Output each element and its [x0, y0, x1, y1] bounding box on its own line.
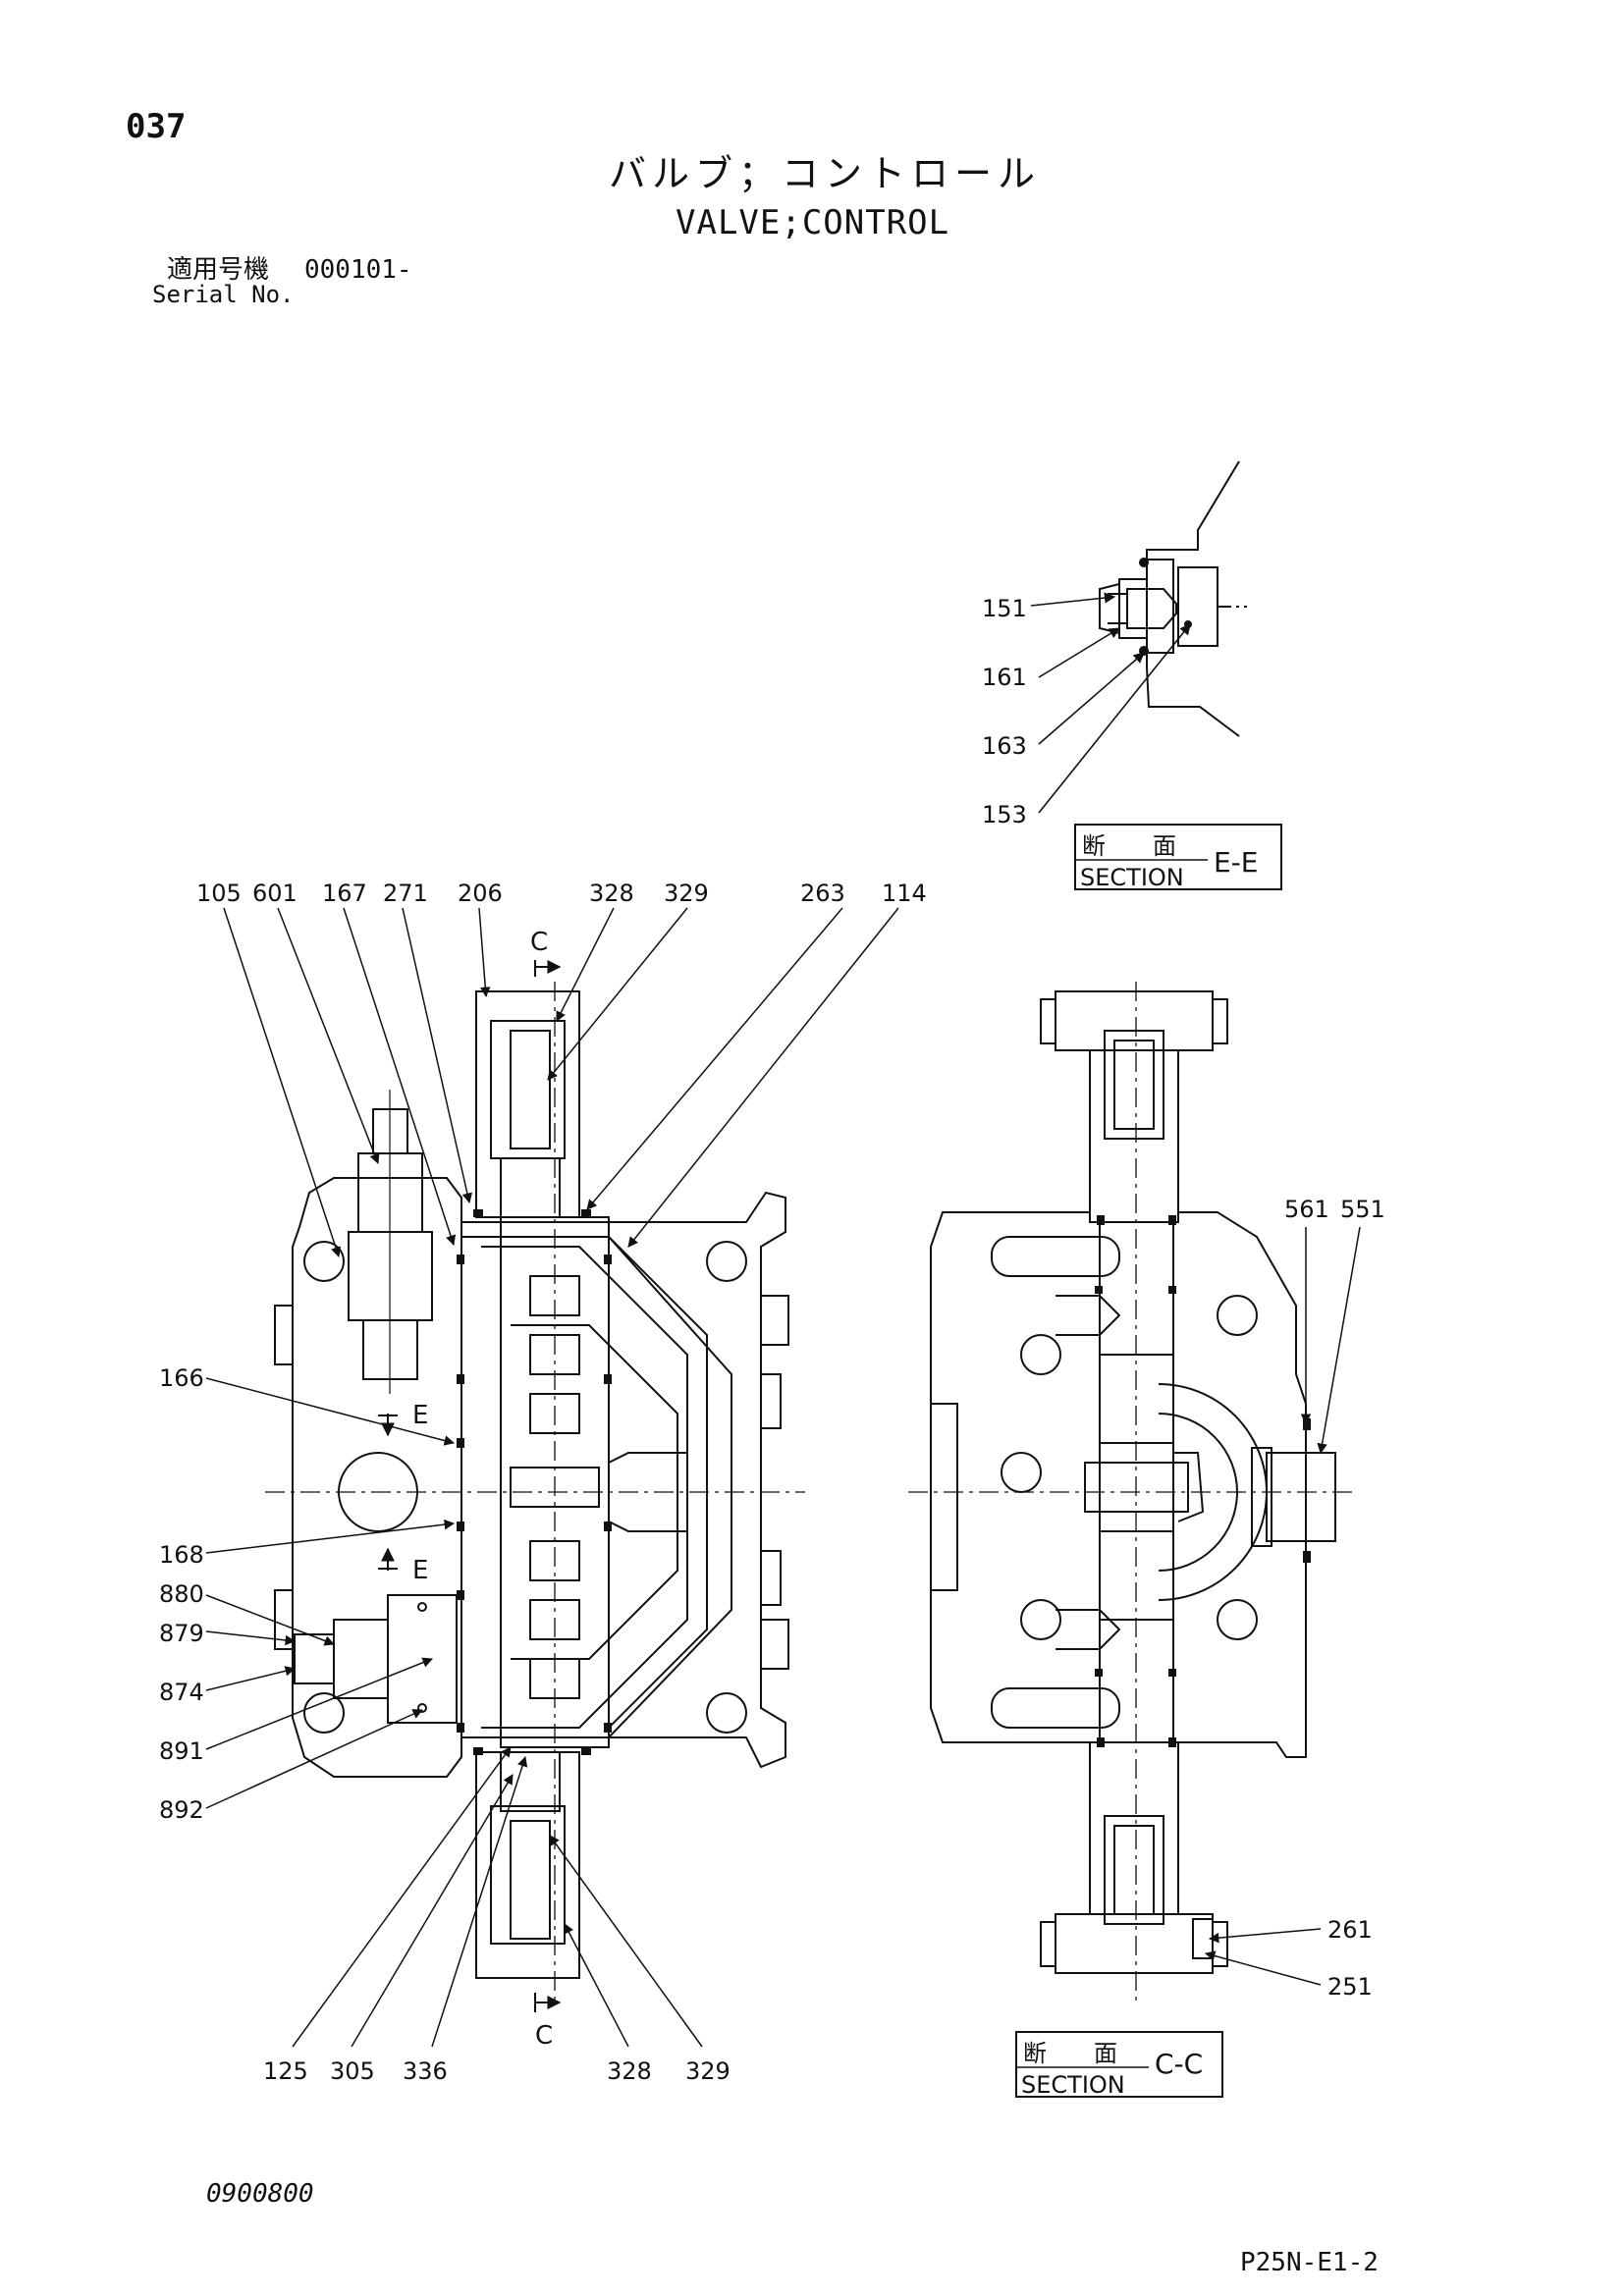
- section-ee-leaders: [1030, 592, 1191, 814]
- callout-891: 891: [159, 1737, 204, 1765]
- callout-251: 251: [1327, 1973, 1373, 2001]
- main-view-seals: [457, 1209, 612, 1755]
- section-ee-label-en: SECTION: [1080, 864, 1184, 891]
- section-ee-id: E-E: [1214, 846, 1259, 879]
- callout-105: 105: [196, 880, 242, 907]
- section-c-label-top: C: [530, 928, 548, 957]
- serial-label-japanese: 適用号機: [167, 255, 270, 285]
- callout-271: 271: [383, 880, 428, 907]
- callout-305: 305: [330, 2057, 375, 2085]
- section-c-marker-bottom: [534, 1993, 562, 2012]
- callout-328-bottom: 328: [607, 2057, 652, 2085]
- callout-263: 263: [800, 880, 845, 907]
- document-code: 0900800: [206, 2179, 314, 2209]
- callout-601: 601: [252, 880, 298, 907]
- section-e-marker-bottom: [378, 1547, 398, 1571]
- callout-125: 125: [263, 2057, 308, 2085]
- section-cc-leaders: [1204, 1226, 1361, 1986]
- callout-151: 151: [982, 595, 1027, 622]
- callout-261: 261: [1327, 1916, 1373, 1944]
- callout-879: 879: [159, 1620, 204, 1647]
- callout-166: 166: [159, 1364, 204, 1392]
- section-cc-id: C-C: [1155, 2048, 1203, 2080]
- callout-880: 880: [159, 1580, 204, 1608]
- section-cc-view: [908, 982, 1355, 2002]
- section-c-label-bottom: C: [535, 2021, 553, 2051]
- section-ee-detail: [1099, 460, 1247, 737]
- callout-336: 336: [403, 2057, 448, 2085]
- callout-561: 561: [1284, 1196, 1329, 1223]
- section-cc-label-jp: 断 面: [1023, 2040, 1117, 2067]
- page-number: 037: [126, 107, 187, 146]
- callout-167: 167: [322, 880, 367, 907]
- callout-329-bottom: 329: [685, 2057, 731, 2085]
- section-cc-label: 断 面 SECTION C-C: [1015, 2031, 1223, 2099]
- section-e-label-bottom: E: [412, 1556, 428, 1585]
- serial-label-english: Serial No.: [152, 281, 295, 308]
- title-japanese: バルブ；コントロール: [609, 152, 1042, 195]
- callout-329-top: 329: [664, 880, 709, 907]
- section-c-marker-top: [534, 960, 562, 977]
- main-view-leaders: [205, 907, 899, 2048]
- callout-206: 206: [458, 880, 503, 907]
- section-cc-label-en: SECTION: [1021, 2071, 1125, 2099]
- section-e-marker-top: [378, 1414, 398, 1437]
- callout-551: 551: [1340, 1196, 1385, 1223]
- main-valve-view: [265, 982, 805, 2002]
- serial-range: 000101-: [304, 255, 412, 285]
- callout-168: 168: [159, 1541, 204, 1569]
- callout-163: 163: [982, 732, 1027, 760]
- callout-874: 874: [159, 1679, 204, 1706]
- callout-153: 153: [982, 801, 1027, 828]
- section-ee-label-jp: 断 面: [1082, 832, 1176, 860]
- section-e-label-top: E: [412, 1401, 428, 1430]
- page-code: P25N-E1-2: [1240, 2248, 1379, 2277]
- section-ee-label: 断 面 SECTION E-E: [1074, 824, 1282, 891]
- callout-161: 161: [982, 664, 1027, 691]
- callout-892: 892: [159, 1796, 204, 1824]
- callout-114: 114: [882, 880, 927, 907]
- section-cc-seals: [1095, 1215, 1311, 1747]
- callout-328-top: 328: [589, 880, 634, 907]
- title-english: VALVE;CONTROL: [676, 203, 950, 242]
